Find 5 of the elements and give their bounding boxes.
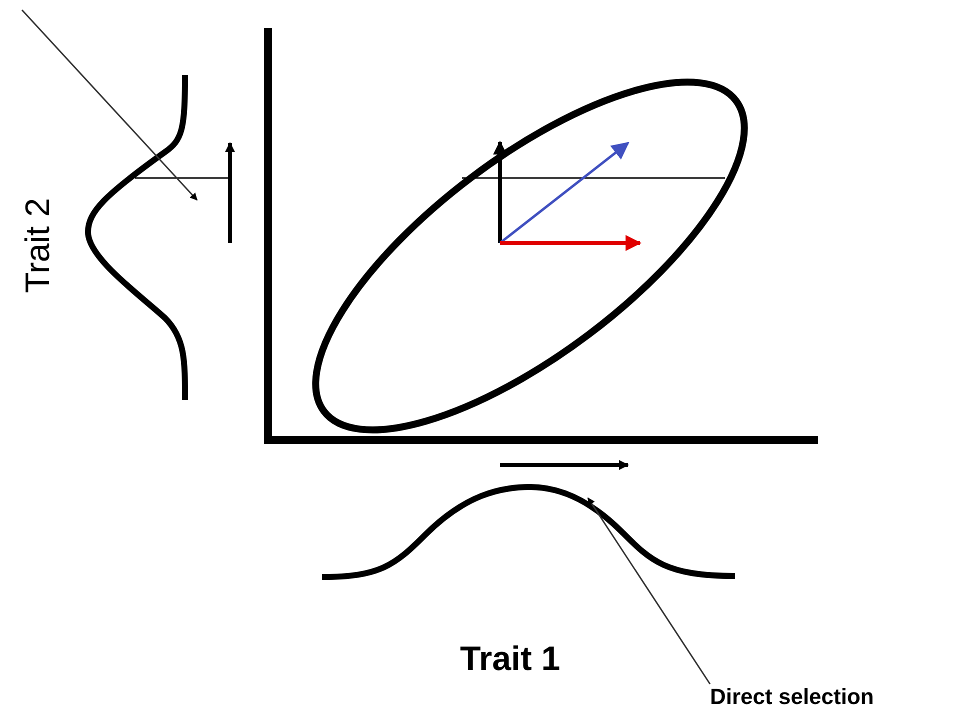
- leader-line: [587, 497, 711, 684]
- annotation-label: Direct selection: [710, 684, 874, 710]
- axis-title: Trait 1: [460, 640, 560, 679]
- axis-title: Trait 2: [18, 197, 58, 293]
- distribution-curve: [322, 484, 736, 580]
